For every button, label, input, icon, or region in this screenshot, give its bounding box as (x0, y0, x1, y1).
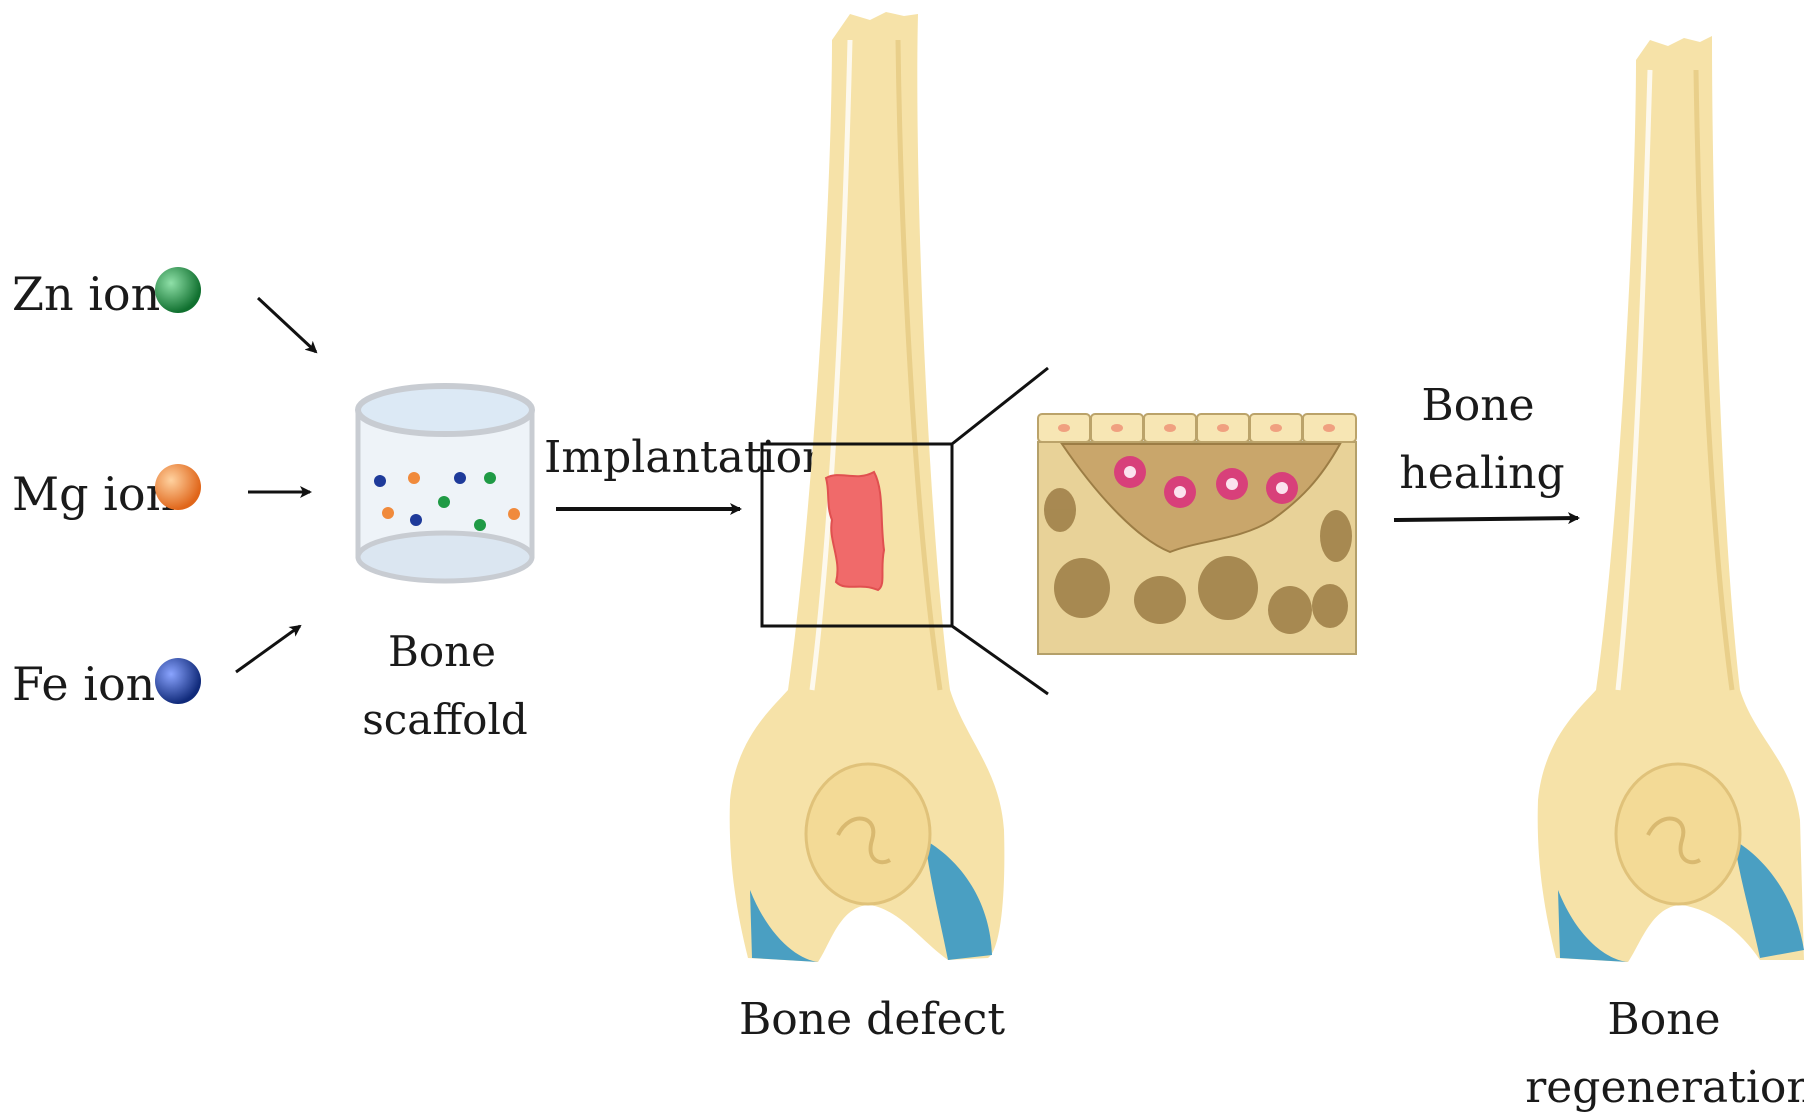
fe-ion-label: Fe ion (12, 657, 155, 711)
tissue-inset (1038, 414, 1356, 654)
bone-defect-illustration (730, 12, 1005, 962)
bone-scaffold (358, 386, 532, 581)
regeneration-label-line2: regeneration (1525, 1062, 1804, 1113)
healing-label-line2: healing (1399, 448, 1564, 499)
fe-arrow (236, 626, 300, 672)
healing-label-line1: Bone (1421, 380, 1534, 431)
bone-regeneration-illustration (1538, 36, 1804, 962)
implantation-label: Implantation (544, 432, 830, 483)
zn-ion-sphere (155, 267, 201, 313)
zoom-line-top (952, 368, 1048, 444)
scaffold-label-line1: Bone (388, 627, 496, 676)
healing-arrow (1394, 518, 1578, 520)
zoom-line-bottom (952, 626, 1048, 694)
bone-defect-label: Bone defect (739, 994, 1005, 1045)
zn-ion-label: Zn ion (12, 267, 160, 321)
zn-arrow (258, 298, 316, 352)
scaffold-label-line2: scaffold (362, 695, 528, 744)
regeneration-label-line1: Bone (1607, 994, 1720, 1045)
lining-cells (1038, 414, 1356, 442)
fe-ion-sphere (155, 658, 201, 704)
mg-ion-label: Mg ion (12, 467, 175, 521)
mg-ion-sphere (155, 464, 201, 510)
